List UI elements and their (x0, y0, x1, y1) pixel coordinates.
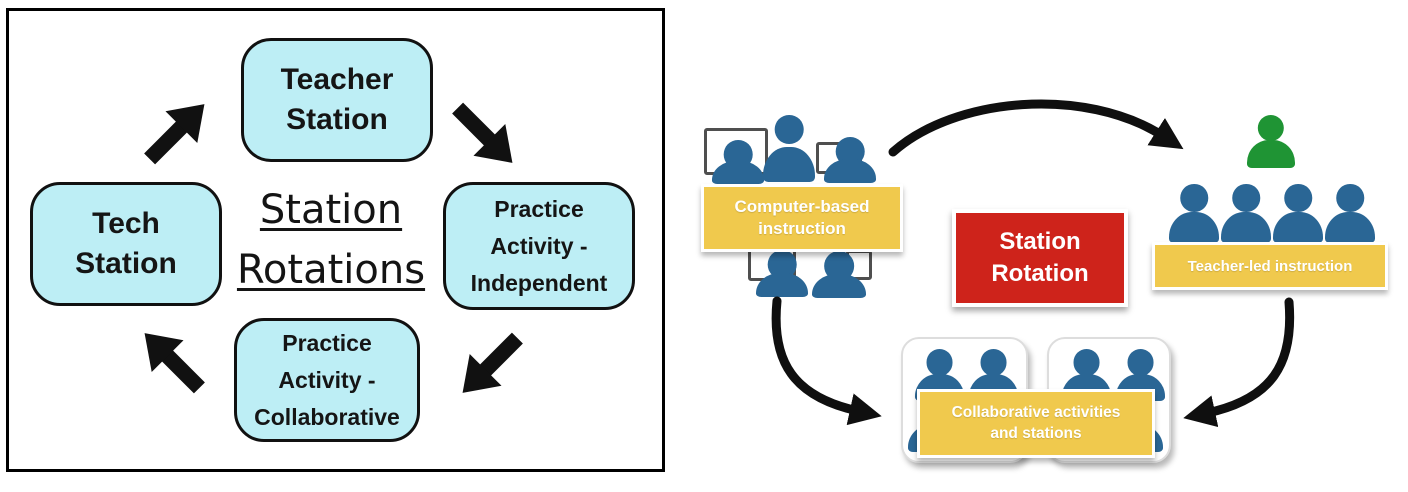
cycle-arrow-down-right-icon (442, 92, 529, 179)
student-icon (1169, 184, 1219, 243)
arrow-teacher-to-collaborative (1183, 297, 1295, 428)
station-rotation-center-label: Station Rotation (952, 209, 1128, 307)
student-icon (1273, 184, 1323, 243)
student-icon (1221, 184, 1271, 243)
arrow-computer-to-teacher (888, 99, 1184, 157)
cycle-title: Station Rotations (236, 187, 426, 293)
student-icon (763, 115, 815, 182)
station-box-tech: Tech Station (30, 182, 222, 306)
cycle-arrow-down-left-icon (447, 322, 534, 409)
collaborative-station-label: Collaborative activities and stations (917, 389, 1155, 458)
cycle-arrow-up-left-icon (129, 317, 216, 404)
left-diagram-panel: Teacher Station Tech Station Practice Ac… (6, 8, 665, 472)
cycle-arrow-up-right-icon (134, 88, 221, 175)
student-at-computer-icon (712, 140, 764, 184)
student-at-computer-icon (824, 137, 876, 183)
arrow-computer-to-collaborative (771, 296, 882, 426)
teacher-station-label: Teacher-led instruction (1152, 242, 1388, 290)
teacher-icon (1247, 115, 1295, 168)
student-icon (1325, 184, 1375, 243)
student-at-computer-icon (812, 251, 866, 298)
station-box-practice-collaborative: Practice Activity - Collaborative (234, 318, 420, 442)
station-box-teacher: Teacher Station (241, 38, 433, 162)
student-at-computer-icon (756, 250, 808, 297)
station-box-practice-independent: Practice Activity - Independent (443, 182, 635, 310)
computer-station-label: Computer-based instruction (701, 184, 903, 252)
